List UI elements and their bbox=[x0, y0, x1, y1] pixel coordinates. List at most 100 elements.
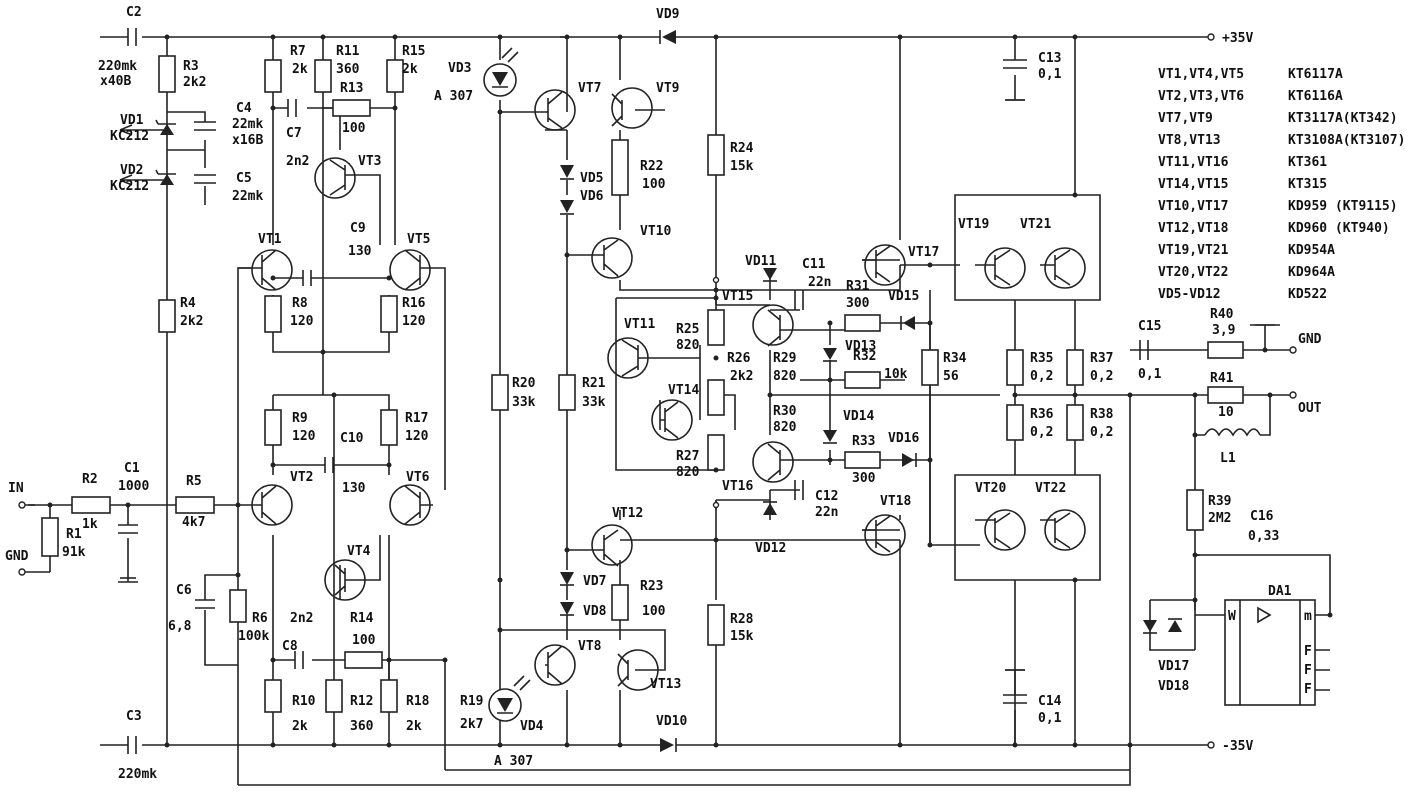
parts-list-refs: VT19,VT21 bbox=[1158, 243, 1229, 258]
resistor-r5 bbox=[175, 496, 215, 514]
label-vd4: VD4 bbox=[520, 719, 544, 734]
label-r14-val: 100 bbox=[352, 633, 376, 648]
capacitor-c12 bbox=[794, 480, 804, 500]
label-c11-val: 22n bbox=[808, 275, 831, 290]
label-vt16: VT16 bbox=[722, 479, 753, 494]
label-r23-val: 100 bbox=[642, 604, 666, 619]
capacitor-c5 bbox=[194, 174, 216, 184]
label-r26: R26 bbox=[727, 351, 751, 366]
label-c12-val: 22n bbox=[815, 505, 838, 520]
label-da1: DA1 bbox=[1268, 584, 1292, 599]
parts-list-refs: VT12,VT18 bbox=[1158, 221, 1229, 236]
resistor-r39 bbox=[1186, 489, 1204, 531]
led-vd3 bbox=[483, 47, 519, 97]
label-r20: R20 bbox=[512, 376, 536, 391]
label-vd11: VD11 bbox=[745, 254, 776, 269]
label-c1: C1 bbox=[124, 461, 140, 476]
capacitor-c2 bbox=[127, 28, 137, 46]
label-c14: C14 bbox=[1038, 694, 1062, 709]
label-out: OUT bbox=[1298, 401, 1322, 416]
transistor-vt6 bbox=[389, 484, 433, 526]
label-c2-val2: x40B bbox=[100, 74, 131, 89]
label-vd12: VD12 bbox=[755, 541, 786, 556]
label-vd1: VD1 bbox=[120, 113, 144, 128]
label-vt13: VT13 bbox=[650, 677, 681, 692]
resistor-r37 bbox=[1066, 349, 1084, 386]
resistor-r2 bbox=[71, 496, 111, 514]
junction-dots bbox=[47, 34, 1333, 748]
label-c8: C8 bbox=[282, 639, 298, 654]
label-gnd-in: GND bbox=[5, 549, 29, 564]
label-r24: R24 bbox=[730, 141, 754, 156]
label-vd18: VD18 bbox=[1158, 679, 1189, 694]
label-r19: R19 bbox=[460, 694, 483, 709]
label-r6: R6 bbox=[252, 611, 268, 626]
label-r34-val: 56 bbox=[943, 369, 959, 384]
arrow-vd1 bbox=[119, 124, 133, 136]
label-vd15: VD15 bbox=[888, 289, 919, 304]
resistor-r9 bbox=[264, 409, 282, 446]
terminal-neg-rail bbox=[1207, 741, 1215, 749]
resistor-r32 bbox=[844, 371, 881, 389]
label-r31-val: 300 bbox=[846, 296, 870, 311]
resistor-r23 bbox=[611, 584, 629, 621]
label-c13: C13 bbox=[1038, 51, 1061, 66]
label-da1-m: m bbox=[1304, 609, 1312, 624]
label-c15-val: 0,1 bbox=[1138, 367, 1162, 382]
diode-vd12 bbox=[763, 501, 777, 515]
label-r1-val: 91k bbox=[62, 545, 86, 560]
capacitor-c15 bbox=[1139, 340, 1149, 360]
label-c5-val: 22mk bbox=[232, 189, 263, 204]
resistor-r41 bbox=[1207, 386, 1244, 404]
label-vt15: VT15 bbox=[722, 289, 753, 304]
label-vd6: VD6 bbox=[580, 189, 604, 204]
label-r15: R15 bbox=[402, 44, 425, 59]
parts-list-refs: VT2,VT3,VT6 bbox=[1158, 89, 1244, 104]
label-c4-val2: x16B bbox=[232, 133, 263, 148]
terminal-out bbox=[1289, 391, 1297, 399]
label-r38: R38 bbox=[1090, 407, 1114, 422]
resistor-r31 bbox=[844, 314, 881, 332]
resistor-r34 bbox=[921, 349, 939, 386]
resistor-r35 bbox=[1006, 349, 1024, 386]
label-c15: C15 bbox=[1138, 319, 1161, 334]
diode-vd18 bbox=[1168, 618, 1182, 632]
capacitor-c14 bbox=[1003, 694, 1027, 704]
parts-list-type: KD522 bbox=[1288, 287, 1327, 302]
label-r11: R11 bbox=[336, 44, 360, 59]
labels: +35V -35V IN GND GND OUT C2 220mk x40B C… bbox=[5, 5, 1322, 782]
arrow-vd2 bbox=[119, 174, 133, 186]
label-r37: R37 bbox=[1090, 351, 1113, 366]
diode-vd13 bbox=[823, 348, 837, 362]
resistor-r36 bbox=[1006, 404, 1024, 441]
label-c11: C11 bbox=[802, 257, 826, 272]
parts-list-type: KT361 bbox=[1288, 155, 1327, 170]
parts-list-type: KD954A bbox=[1288, 243, 1335, 258]
transistor-vt2 bbox=[251, 484, 293, 526]
label-vd3: VD3 bbox=[448, 61, 471, 76]
parts-list-refs: VT8,VT13 bbox=[1158, 133, 1221, 148]
label-r4-val: 2k2 bbox=[180, 314, 203, 329]
label-r8-val: 120 bbox=[290, 314, 314, 329]
transistor-vt17 bbox=[862, 244, 906, 286]
label-r37-val: 0,2 bbox=[1090, 369, 1113, 384]
label-c10-val: 130 bbox=[342, 481, 366, 496]
diode-vd8 bbox=[560, 602, 574, 616]
label-r19-val: 2k7 bbox=[460, 717, 483, 732]
capacitor-c8 bbox=[294, 651, 304, 669]
capacitor-c11 bbox=[794, 290, 804, 310]
transistor-vt7 bbox=[534, 89, 576, 131]
label-vt6: VT6 bbox=[406, 470, 430, 485]
resistor-r21 bbox=[558, 374, 576, 411]
label-vt4: VT4 bbox=[347, 544, 371, 559]
label-r30: R30 bbox=[773, 404, 797, 419]
label-r29: R29 bbox=[773, 351, 796, 366]
label-c3: C3 bbox=[126, 709, 142, 724]
label-r34: R34 bbox=[943, 351, 967, 366]
label-c16: C16 bbox=[1250, 509, 1274, 524]
label-vt11: VT11 bbox=[624, 317, 655, 332]
label-r12-val: 360 bbox=[350, 719, 374, 734]
resistor-r17 bbox=[380, 409, 398, 446]
label-c5: C5 bbox=[236, 171, 252, 186]
label-r39-val: 2M2 bbox=[1208, 511, 1231, 526]
